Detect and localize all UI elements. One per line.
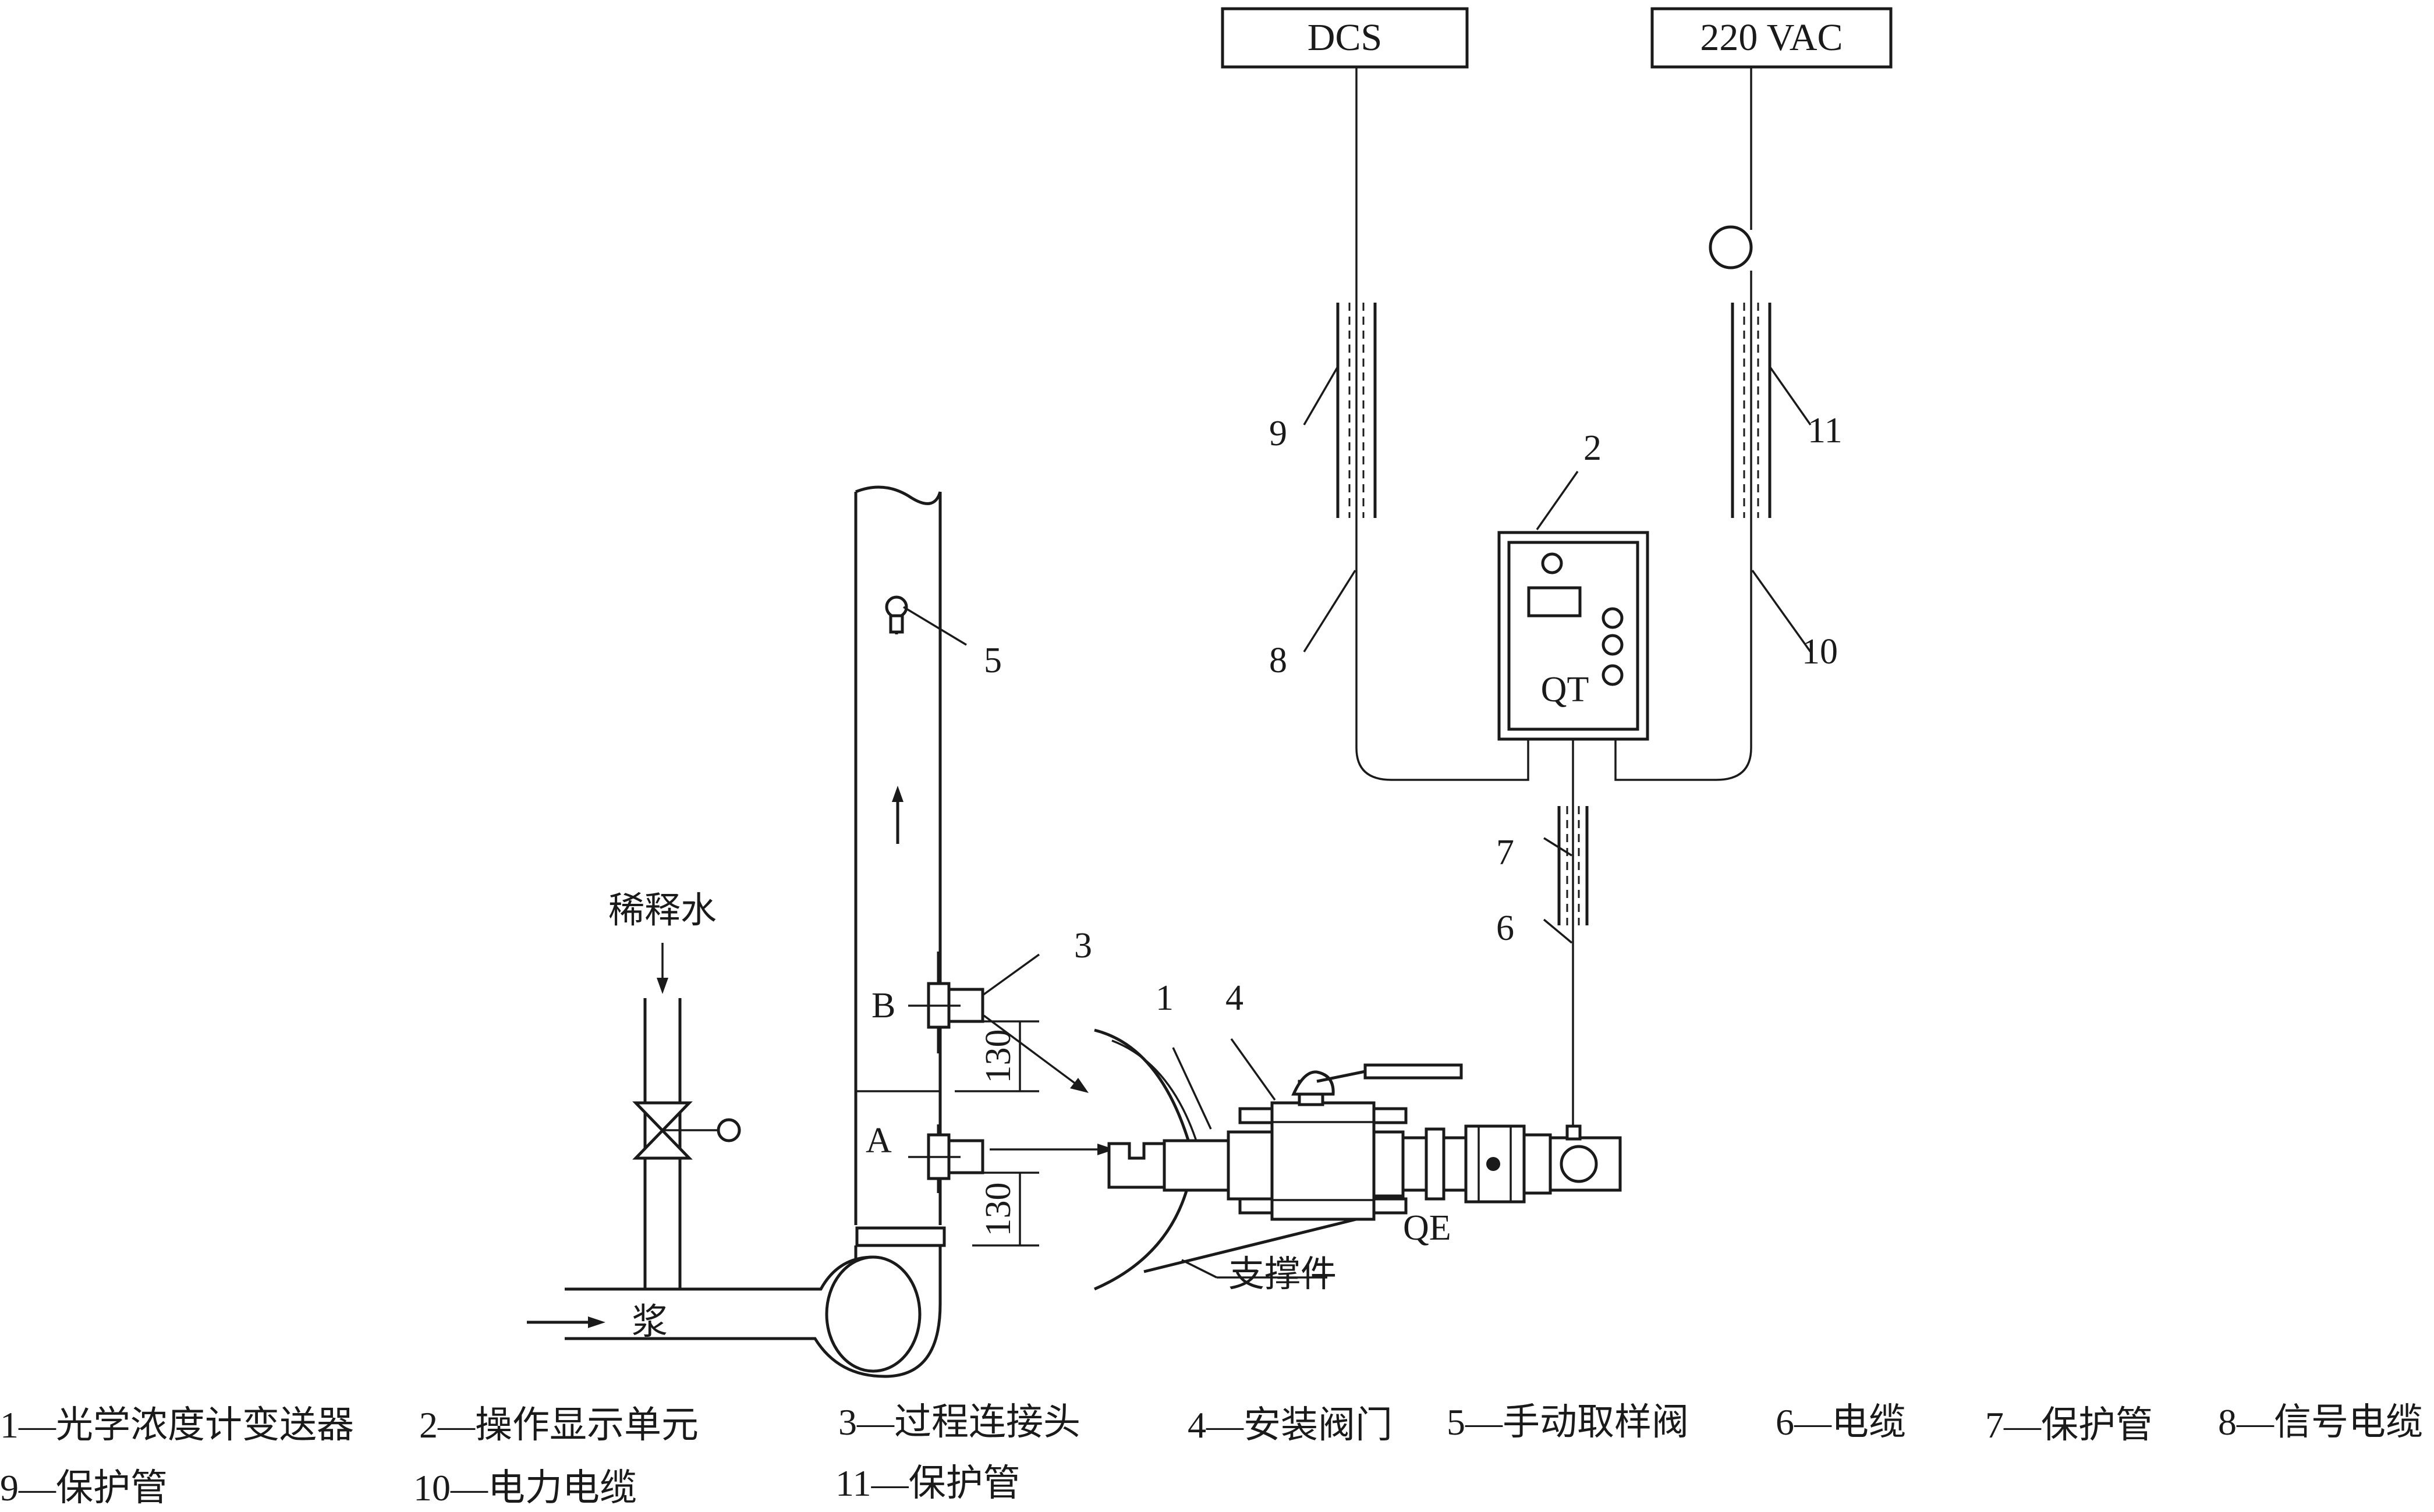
indicator-light-icon bbox=[1541, 552, 1563, 574]
callout-4: 4 bbox=[1225, 978, 1243, 1018]
button-icon bbox=[1602, 607, 1624, 629]
protection-tube-9 bbox=[1336, 303, 1377, 518]
dcs-box-label: DCS bbox=[1308, 16, 1382, 59]
valve-handle-icon bbox=[1291, 1063, 1463, 1106]
dilution-valve-icon bbox=[632, 1101, 741, 1160]
legend-item: 4—安装阀门 bbox=[1188, 1404, 1393, 1446]
legend-item: 9—保护管 bbox=[0, 1467, 168, 1509]
callout-5: 5 bbox=[984, 641, 1002, 680]
signal-cable bbox=[1355, 67, 1529, 781]
dilution-water-label: 稀释水 bbox=[608, 891, 717, 931]
process-connection-b: B bbox=[871, 952, 1040, 1053]
dimension-upper: 130 bbox=[955, 1020, 1039, 1092]
dimension-lower: 130 bbox=[955, 1172, 1039, 1247]
callout-11: 11 bbox=[1808, 411, 1843, 450]
flow-arrow-up-icon bbox=[892, 786, 904, 844]
callout-8: 8 bbox=[1269, 641, 1287, 680]
power-cable bbox=[1614, 67, 1752, 781]
slurry-label: 浆 bbox=[632, 1302, 668, 1342]
process-connection-a: A bbox=[866, 1121, 984, 1193]
callout-10: 10 bbox=[1802, 632, 1838, 672]
legend-item: 1—光学浓度计变送器 bbox=[0, 1404, 354, 1446]
legend: 1—光学浓度计变送器 2—操作显示单元 3—过程连接头 4—安装阀门 5—手动取… bbox=[0, 1401, 2423, 1509]
legend-item: 7—保护管 bbox=[1985, 1404, 2153, 1446]
protection-tube-7 bbox=[1557, 806, 1589, 925]
legend-item: 11—保护管 bbox=[835, 1463, 1021, 1504]
manual-sampling-valve-icon bbox=[885, 595, 967, 646]
qt-label: QT bbox=[1541, 670, 1589, 709]
legend-item: 8—信号电缆 bbox=[2218, 1401, 2423, 1443]
callout-1: 1 bbox=[1156, 978, 1174, 1018]
dilution-water-pipe bbox=[643, 943, 682, 1289]
legend-item: 6—电缆 bbox=[1776, 1401, 1906, 1443]
legend-item: 10—电力电缆 bbox=[413, 1467, 637, 1509]
legend-item: 2—操作显示单元 bbox=[419, 1404, 699, 1446]
support-bracket bbox=[1143, 1215, 1369, 1279]
button-icon bbox=[1602, 634, 1624, 656]
point-b-label: B bbox=[871, 986, 895, 1025]
dcs-box: DCS bbox=[1221, 7, 1469, 69]
legend-item: 3—过程连接头 bbox=[838, 1401, 1080, 1443]
power-switch-icon bbox=[1709, 225, 1753, 269]
cable-connector bbox=[1425, 1124, 1622, 1204]
power-supply-box: 220 VAC bbox=[1650, 7, 1893, 69]
installation-valve bbox=[1238, 1101, 1428, 1221]
insertion-arrow-a-icon bbox=[990, 1144, 1115, 1155]
callout-6: 6 bbox=[1496, 908, 1514, 948]
power-supply-label: 220 VAC bbox=[1700, 16, 1843, 59]
callout-9: 9 bbox=[1269, 414, 1287, 453]
callout-2: 2 bbox=[1583, 428, 1602, 468]
dimension-upper-label: 130 bbox=[979, 1030, 1018, 1084]
legend-item: 5—手动取样阀 bbox=[1447, 1401, 1689, 1443]
callout-3: 3 bbox=[1074, 926, 1092, 966]
callout-7: 7 bbox=[1496, 833, 1514, 872]
dimension-lower-label: 130 bbox=[979, 1183, 1018, 1237]
protection-tube-11 bbox=[1731, 303, 1772, 518]
button-icon bbox=[1602, 664, 1624, 686]
point-a-label: A bbox=[866, 1121, 892, 1160]
callout-leaders bbox=[1172, 365, 1812, 1130]
operating-display-unit: QT bbox=[1497, 531, 1649, 741]
slurry-inlet-arrow-icon bbox=[527, 1316, 605, 1328]
display-screen bbox=[1527, 586, 1582, 617]
qe-label: QE bbox=[1403, 1208, 1451, 1248]
optical-transmitter bbox=[1107, 1130, 1274, 1201]
support-label: 支撑件 bbox=[1228, 1255, 1337, 1294]
main-pipe bbox=[565, 485, 946, 1378]
insertion-arrow-b-icon bbox=[983, 1014, 1089, 1093]
